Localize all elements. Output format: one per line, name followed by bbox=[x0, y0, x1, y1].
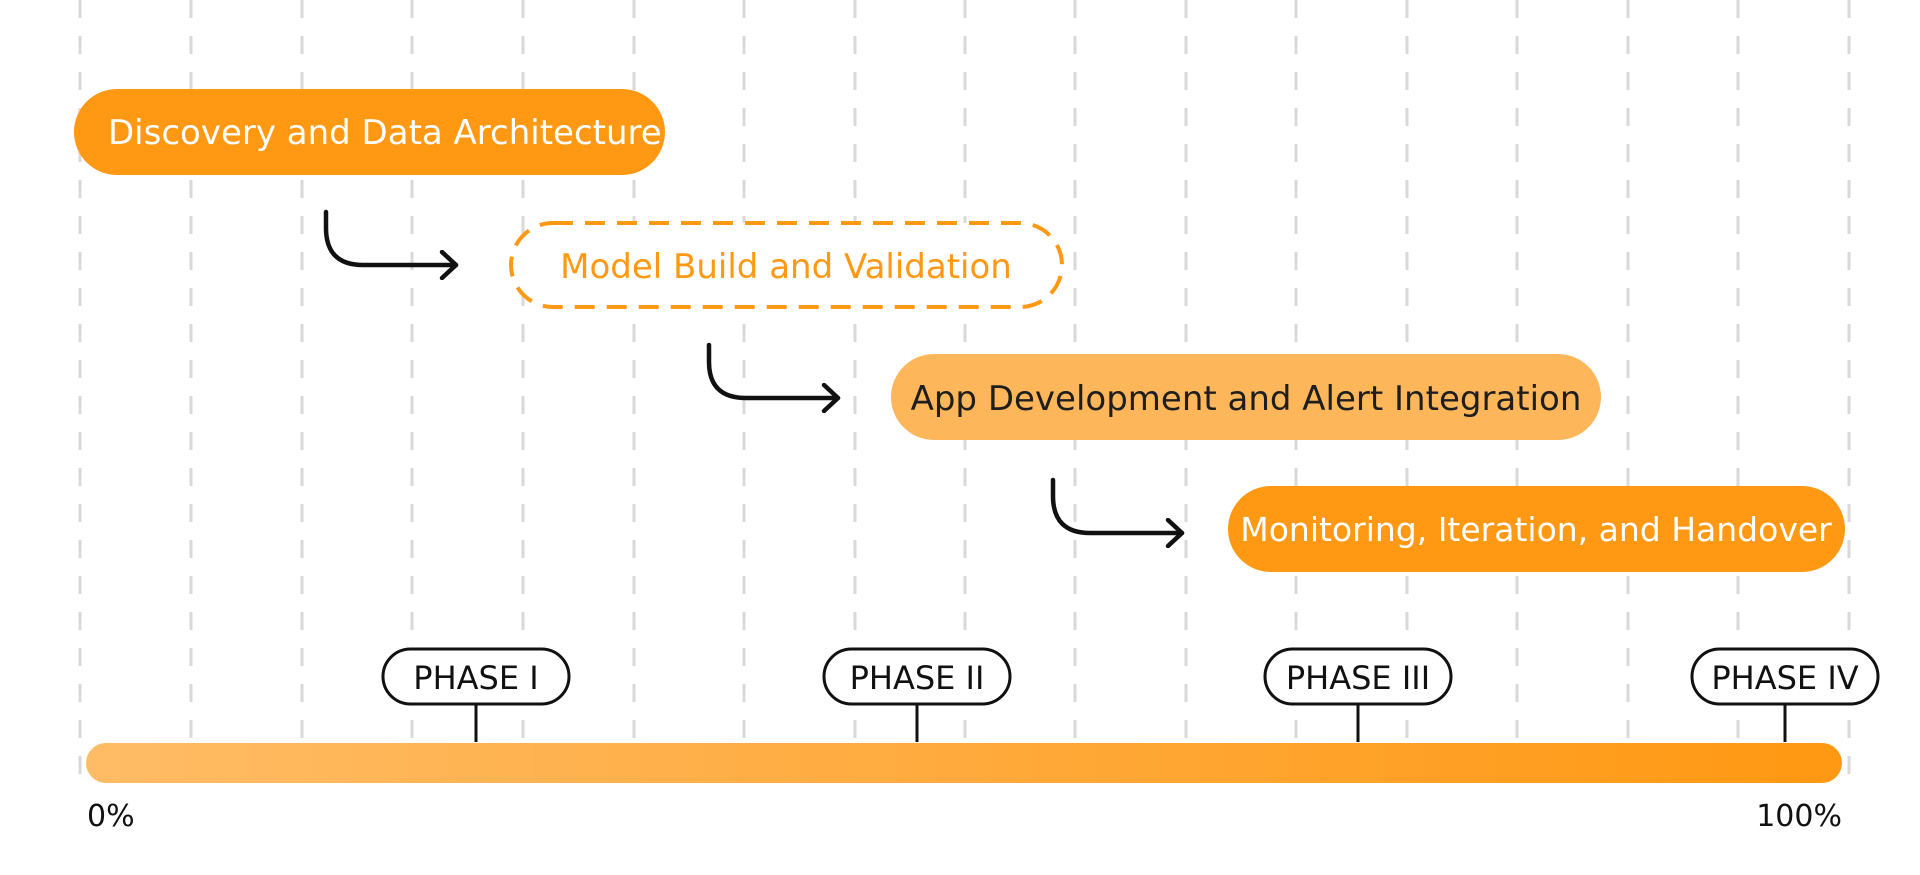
phase-3-label: PHASE III bbox=[1286, 659, 1430, 697]
phase-4-label: PHASE IV bbox=[1711, 659, 1858, 697]
progress-start-label: 0% bbox=[87, 799, 135, 834]
phase-marker-3: PHASE III bbox=[1263, 647, 1453, 742]
step-2-model-build: Model Build and Validation bbox=[509, 221, 1064, 309]
phase-1-tag bbox=[381, 647, 571, 706]
step-1-pill bbox=[74, 89, 665, 175]
step-3-pill bbox=[891, 354, 1601, 440]
phase-marker-1: PHASE I bbox=[381, 647, 571, 742]
phase-4-tag bbox=[1690, 647, 1880, 706]
step-3-label: App Development and Alert Integration bbox=[911, 379, 1582, 419]
step-4-pill bbox=[1228, 486, 1845, 572]
step-4-monitoring: Monitoring, Iteration, and Handover bbox=[1228, 486, 1845, 572]
step-1-discovery: Discovery and Data Architecture bbox=[74, 89, 665, 175]
phase-2-label: PHASE II bbox=[850, 659, 985, 697]
step-2-pill-outline bbox=[509, 221, 1064, 309]
connector-arrow-1 bbox=[323, 209, 459, 265]
phase-marker-4: PHASE IV bbox=[1690, 647, 1880, 742]
progress-bar bbox=[86, 743, 1842, 783]
progress-end-label: 100% bbox=[1756, 799, 1842, 834]
phase-marker-2: PHASE II bbox=[822, 647, 1012, 742]
step-1-label: Discovery and Data Architecture bbox=[108, 113, 662, 153]
connector-arrow-3 bbox=[1050, 477, 1185, 533]
step-2-label: Model Build and Validation bbox=[560, 247, 1012, 287]
connector-arrow-2 bbox=[706, 342, 841, 398]
phase-2-tag bbox=[822, 647, 1012, 706]
phase-1-label: PHASE I bbox=[413, 659, 538, 697]
phase-3-tag bbox=[1263, 647, 1453, 706]
step-3-app-development: App Development and Alert Integration bbox=[891, 354, 1601, 440]
step-4-label: Monitoring, Iteration, and Handover bbox=[1240, 510, 1832, 549]
